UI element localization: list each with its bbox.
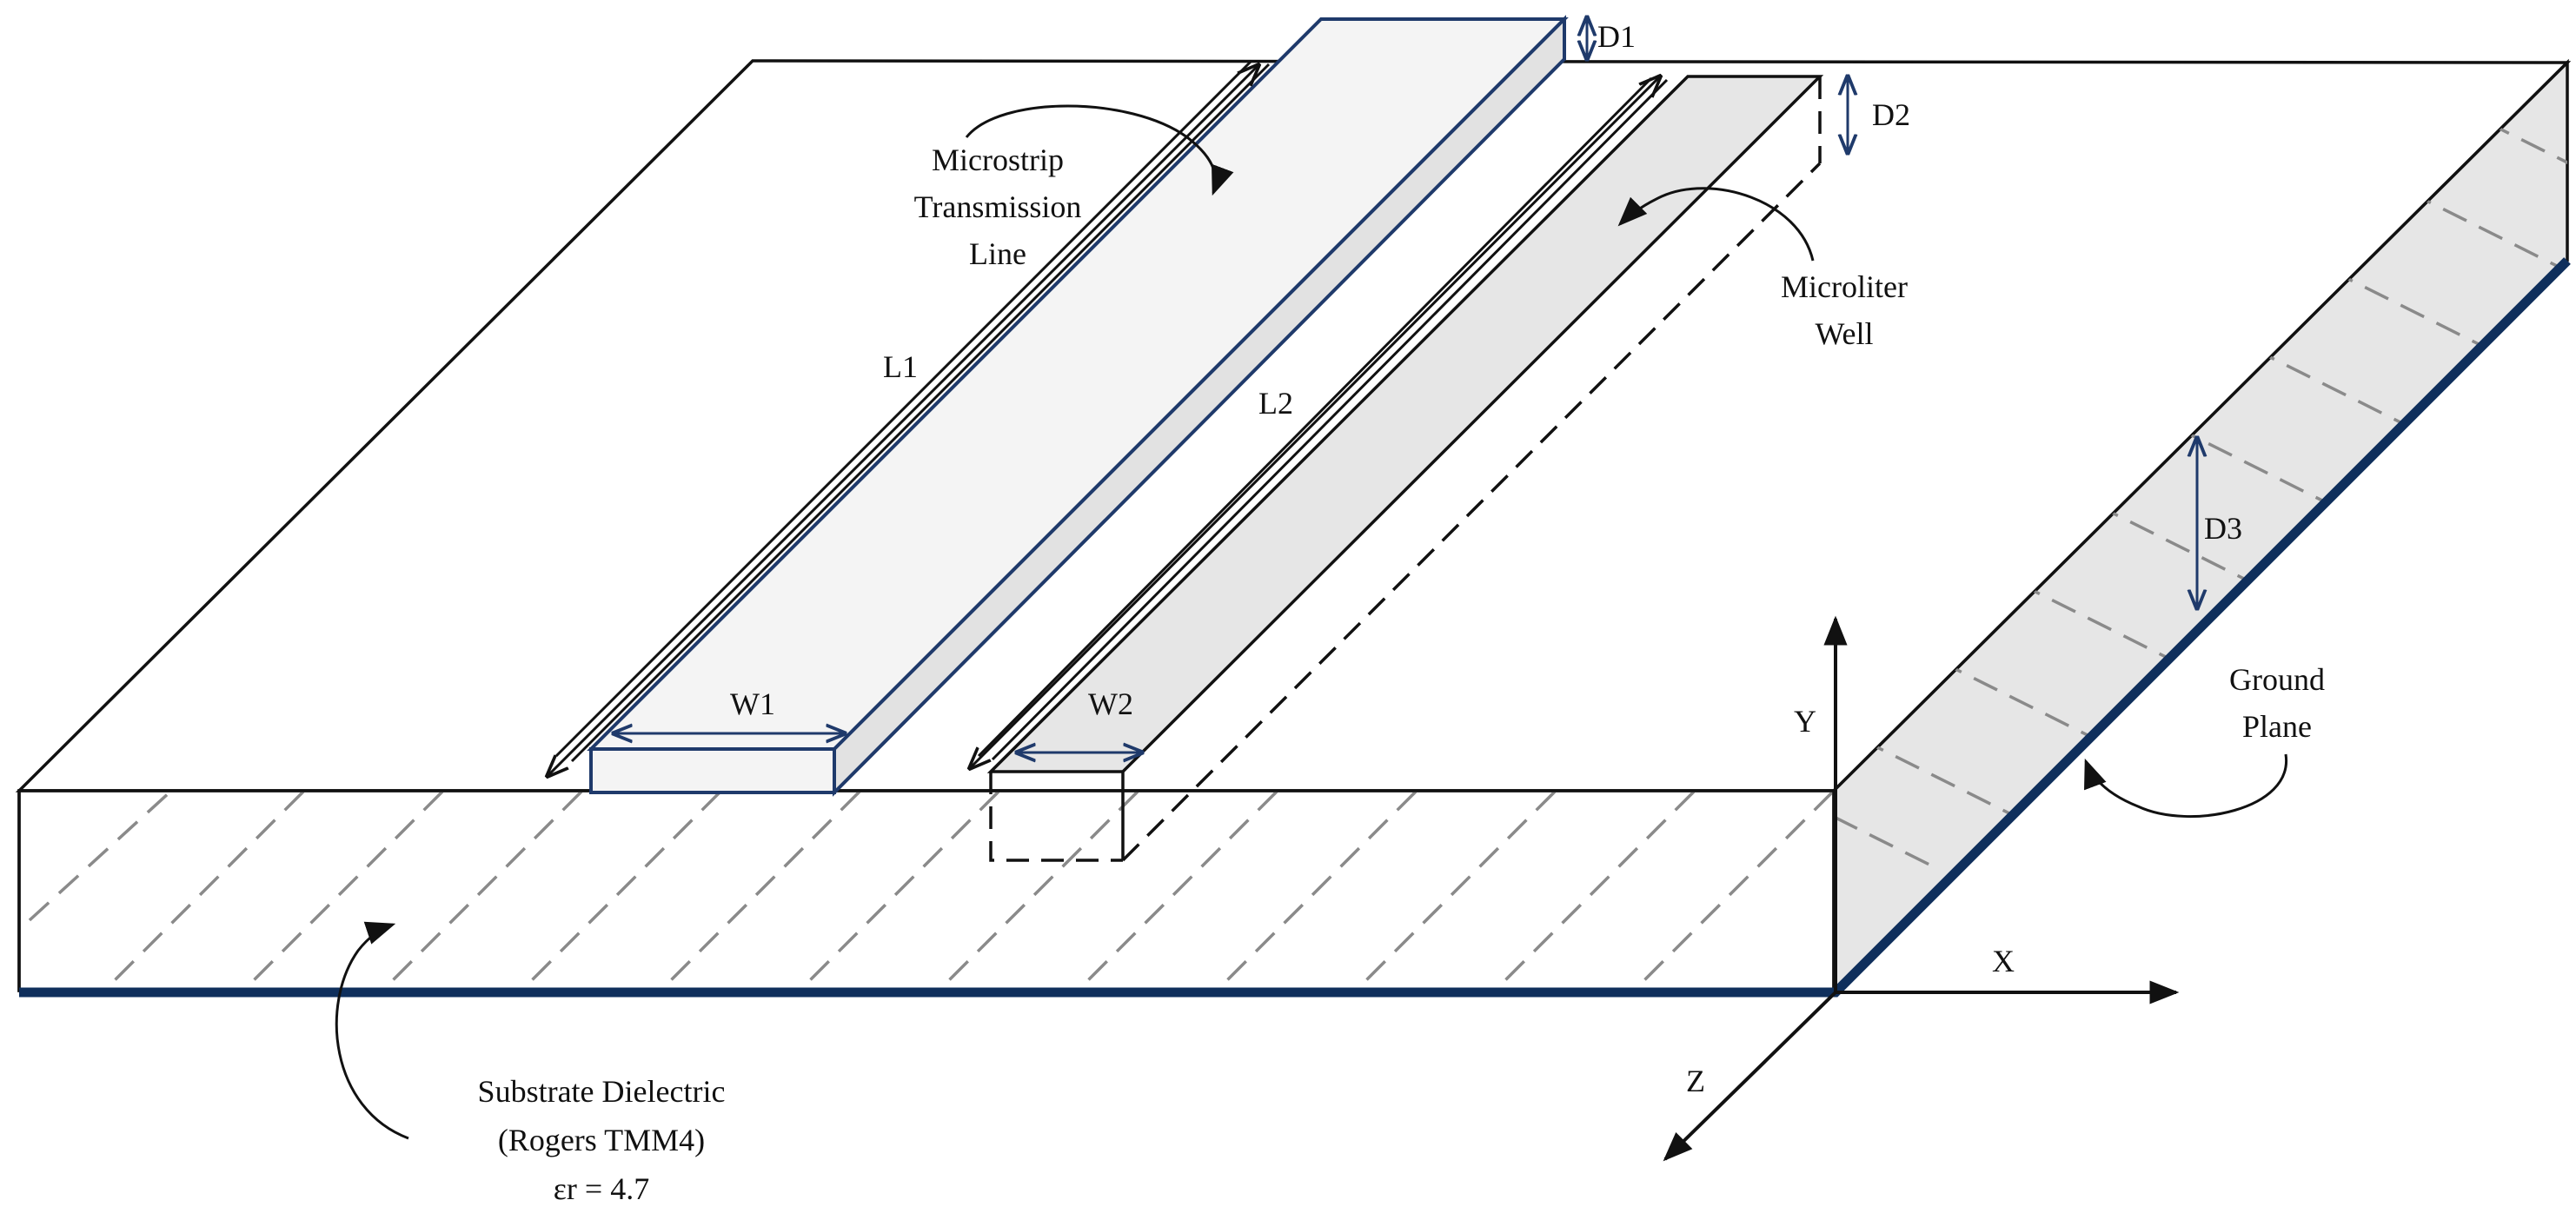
svg-text:Microstrip: Microstrip: [932, 143, 1064, 177]
ground-callout-arrow: [2084, 753, 2287, 818]
side-face-hatching: [1834, 120, 2567, 871]
coordinate-axes: [1663, 615, 2180, 1162]
front-face-hatching: [19, 791, 1834, 991]
well-callout-arrow: [1617, 187, 1815, 262]
well-label: Microliter Well: [1781, 269, 1908, 351]
substrate-callout-arrow: [335, 921, 409, 1140]
l2-label: L2: [1258, 386, 1293, 421]
svg-text:Plane: Plane: [2242, 709, 2312, 744]
svg-text:Transmission: Transmission: [914, 189, 1082, 224]
d3-label: D3: [2204, 511, 2242, 546]
microstrip-callout-arrow: [965, 104, 1234, 196]
substrate-front-face: [17, 789, 1836, 992]
d1-label: D1: [1597, 19, 1636, 54]
svg-text:Microliter: Microliter: [1781, 269, 1908, 304]
ground-label: Ground Plane: [2229, 662, 2325, 744]
l2-dimension: [970, 76, 1669, 768]
d2-label: D2: [1872, 97, 1910, 132]
svg-text:(Rogers TMM4): (Rogers TMM4): [498, 1123, 705, 1157]
y-axis-label: Y: [1794, 704, 1816, 739]
z-axis-label: Z: [1686, 1064, 1705, 1098]
x-axis-label: X: [1992, 944, 2015, 978]
substrate-label: Substrate Dielectric (Rogers TMM4) εr = …: [478, 1074, 726, 1206]
microstrip-label: Microstrip Transmission Line: [914, 143, 1082, 271]
w1-label: W1: [730, 686, 775, 721]
w2-label: W2: [1088, 686, 1133, 721]
svg-text:Line: Line: [969, 236, 1026, 271]
svg-text:Well: Well: [1815, 316, 1873, 351]
svg-text:Substrate Dielectric: Substrate Dielectric: [478, 1074, 726, 1109]
svg-text:εr = 4.7: εr = 4.7: [554, 1171, 649, 1206]
l1-label: L1: [883, 349, 918, 384]
svg-text:Ground: Ground: [2229, 662, 2325, 697]
